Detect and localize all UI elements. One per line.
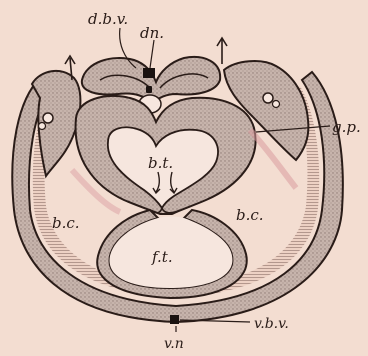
label-vbv: v.b.v. bbox=[254, 316, 289, 332]
dorsal-blood-vessel-mark bbox=[143, 68, 155, 78]
up-arrow-right-icon bbox=[217, 38, 227, 64]
left-nephric-vessel bbox=[43, 113, 53, 123]
label-vn: v.n bbox=[164, 336, 184, 352]
label-gp: g.p. bbox=[332, 118, 361, 136]
label-bt: b.t. bbox=[148, 154, 173, 172]
label-dn: dn. bbox=[140, 24, 164, 42]
label-bc-left: b.c. bbox=[52, 214, 80, 232]
label-dbv: d.b.v. bbox=[88, 10, 128, 28]
left-nephric-duct bbox=[39, 123, 46, 130]
right-nephric-duct bbox=[273, 101, 280, 108]
leader-dn bbox=[150, 40, 154, 68]
right-nephric-vessel bbox=[263, 93, 273, 103]
ventral-vessel-mark bbox=[170, 315, 179, 324]
label-bc-right: b.c. bbox=[236, 206, 264, 224]
label-ft: f.t. bbox=[151, 248, 173, 266]
dorsal-nerve-mark bbox=[146, 86, 152, 93]
